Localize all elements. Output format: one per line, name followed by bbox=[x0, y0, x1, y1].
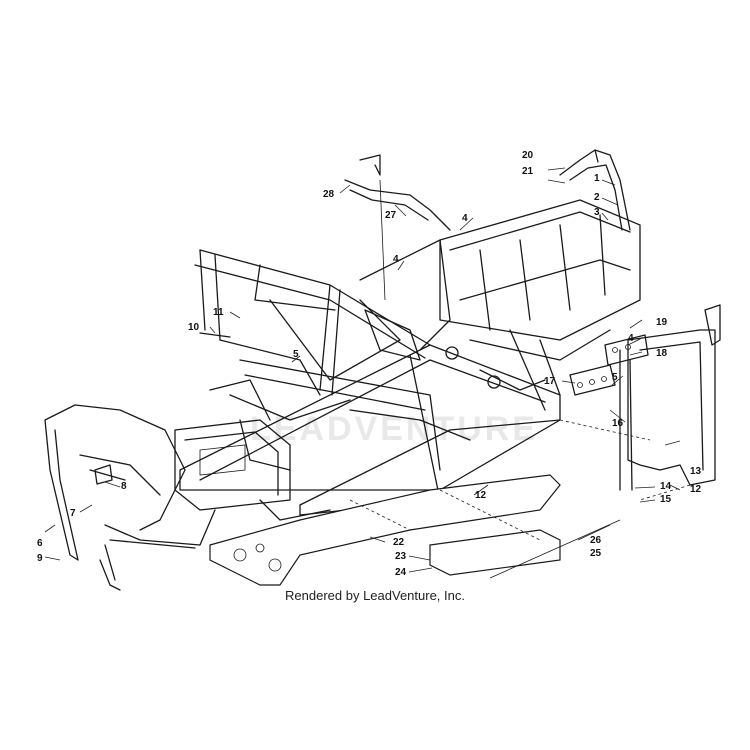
callout-2: 2 bbox=[594, 192, 600, 203]
callout-10: 10 bbox=[188, 322, 200, 333]
callout-21: 21 bbox=[522, 166, 534, 177]
callout-12b: 12 bbox=[690, 484, 702, 495]
main-frame bbox=[174, 199, 641, 521]
callouts: 1 2 3 4 4 4 5 5 6 7 8 9 10 11 12 12 13 1… bbox=[37, 150, 702, 578]
callout-9: 9 bbox=[37, 553, 43, 564]
callout-15: 15 bbox=[660, 494, 672, 505]
callout-3: 3 bbox=[594, 207, 600, 218]
callout-25: 25 bbox=[590, 548, 602, 559]
callout-27: 27 bbox=[385, 210, 397, 221]
callout-12a: 12 bbox=[475, 490, 487, 501]
skid-plate-front bbox=[209, 474, 561, 586]
upper-bar bbox=[344, 179, 451, 231]
callout-5a: 5 bbox=[293, 349, 299, 360]
callout-24: 24 bbox=[395, 567, 407, 578]
callout-7: 7 bbox=[70, 508, 76, 519]
callout-19: 19 bbox=[656, 317, 668, 328]
callout-26: 26 bbox=[590, 535, 602, 546]
callout-4a: 4 bbox=[462, 213, 468, 224]
callout-22: 22 bbox=[393, 537, 405, 548]
callout-6: 6 bbox=[37, 538, 43, 549]
callout-4b: 4 bbox=[393, 254, 399, 265]
callout-5b: 5 bbox=[612, 372, 618, 383]
rear-rops-bracket bbox=[559, 149, 631, 231]
callout-8: 8 bbox=[121, 481, 127, 492]
leader-lines bbox=[44, 167, 681, 573]
front-bumper bbox=[44, 404, 186, 561]
callout-13: 13 bbox=[690, 466, 702, 477]
caption: Rendered by LeadVenture, Inc. bbox=[285, 588, 465, 603]
callout-18: 18 bbox=[656, 348, 668, 359]
callout-4c: 4 bbox=[628, 333, 634, 344]
callout-16: 16 bbox=[612, 418, 624, 429]
callout-11: 11 bbox=[213, 307, 224, 318]
callout-14: 14 bbox=[660, 481, 672, 492]
callout-20: 20 bbox=[522, 150, 534, 161]
callout-17: 17 bbox=[544, 376, 556, 387]
callout-28: 28 bbox=[323, 189, 335, 200]
callout-1: 1 bbox=[594, 173, 600, 184]
skid-plate-rear bbox=[429, 529, 561, 576]
rear-side-panel bbox=[627, 329, 716, 486]
callout-23: 23 bbox=[395, 551, 407, 562]
